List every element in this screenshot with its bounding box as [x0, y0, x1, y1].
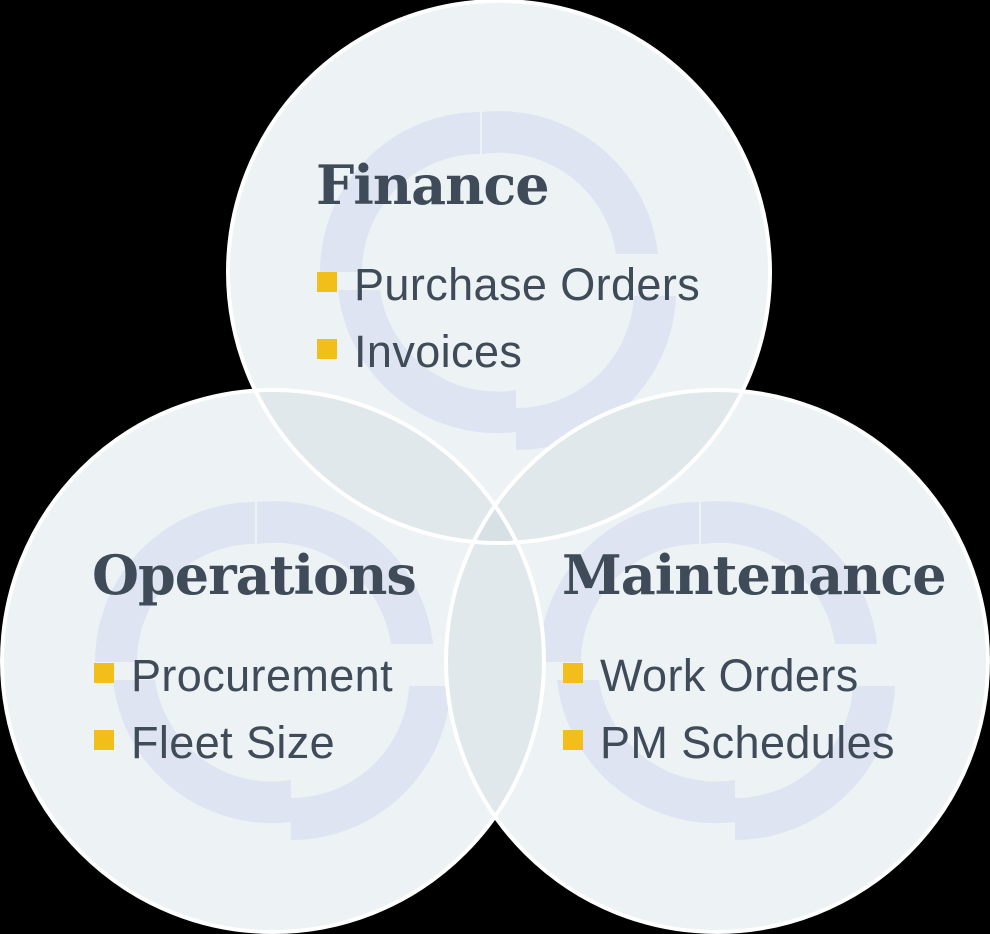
finance-section: Finance: [316, 153, 550, 217]
list-item: PM Schedules: [563, 709, 895, 776]
square-bullet-icon: [94, 730, 114, 750]
list-item-label: PM Schedules: [600, 717, 895, 768]
list-item-label: Procurement: [131, 650, 394, 701]
square-bullet-icon: [563, 730, 583, 750]
square-bullet-icon: [94, 663, 114, 683]
list-item: Purchase Orders: [317, 251, 700, 318]
maintenance-section: Maintenance: [562, 543, 947, 607]
finance-title: Finance: [316, 153, 550, 217]
list-item: Invoices: [317, 318, 700, 385]
list-item-label: Fleet Size: [131, 717, 336, 768]
list-item-label: Work Orders: [600, 650, 859, 701]
list-item: Work Orders: [563, 642, 895, 709]
square-bullet-icon: [563, 663, 583, 683]
maintenance-title: Maintenance: [562, 543, 947, 607]
list-item-label: Invoices: [354, 326, 523, 377]
finance-items: Purchase Orders Invoices: [317, 251, 700, 385]
square-bullet-icon: [317, 272, 337, 292]
operations-section: Operations: [92, 543, 417, 607]
operations-items: Procurement Fleet Size: [94, 642, 393, 776]
maintenance-items: Work Orders PM Schedules: [563, 642, 895, 776]
operations-title: Operations: [92, 543, 417, 607]
list-item: Fleet Size: [94, 709, 393, 776]
list-item: Procurement: [94, 642, 393, 709]
square-bullet-icon: [317, 339, 337, 359]
list-item-label: Purchase Orders: [354, 259, 701, 310]
